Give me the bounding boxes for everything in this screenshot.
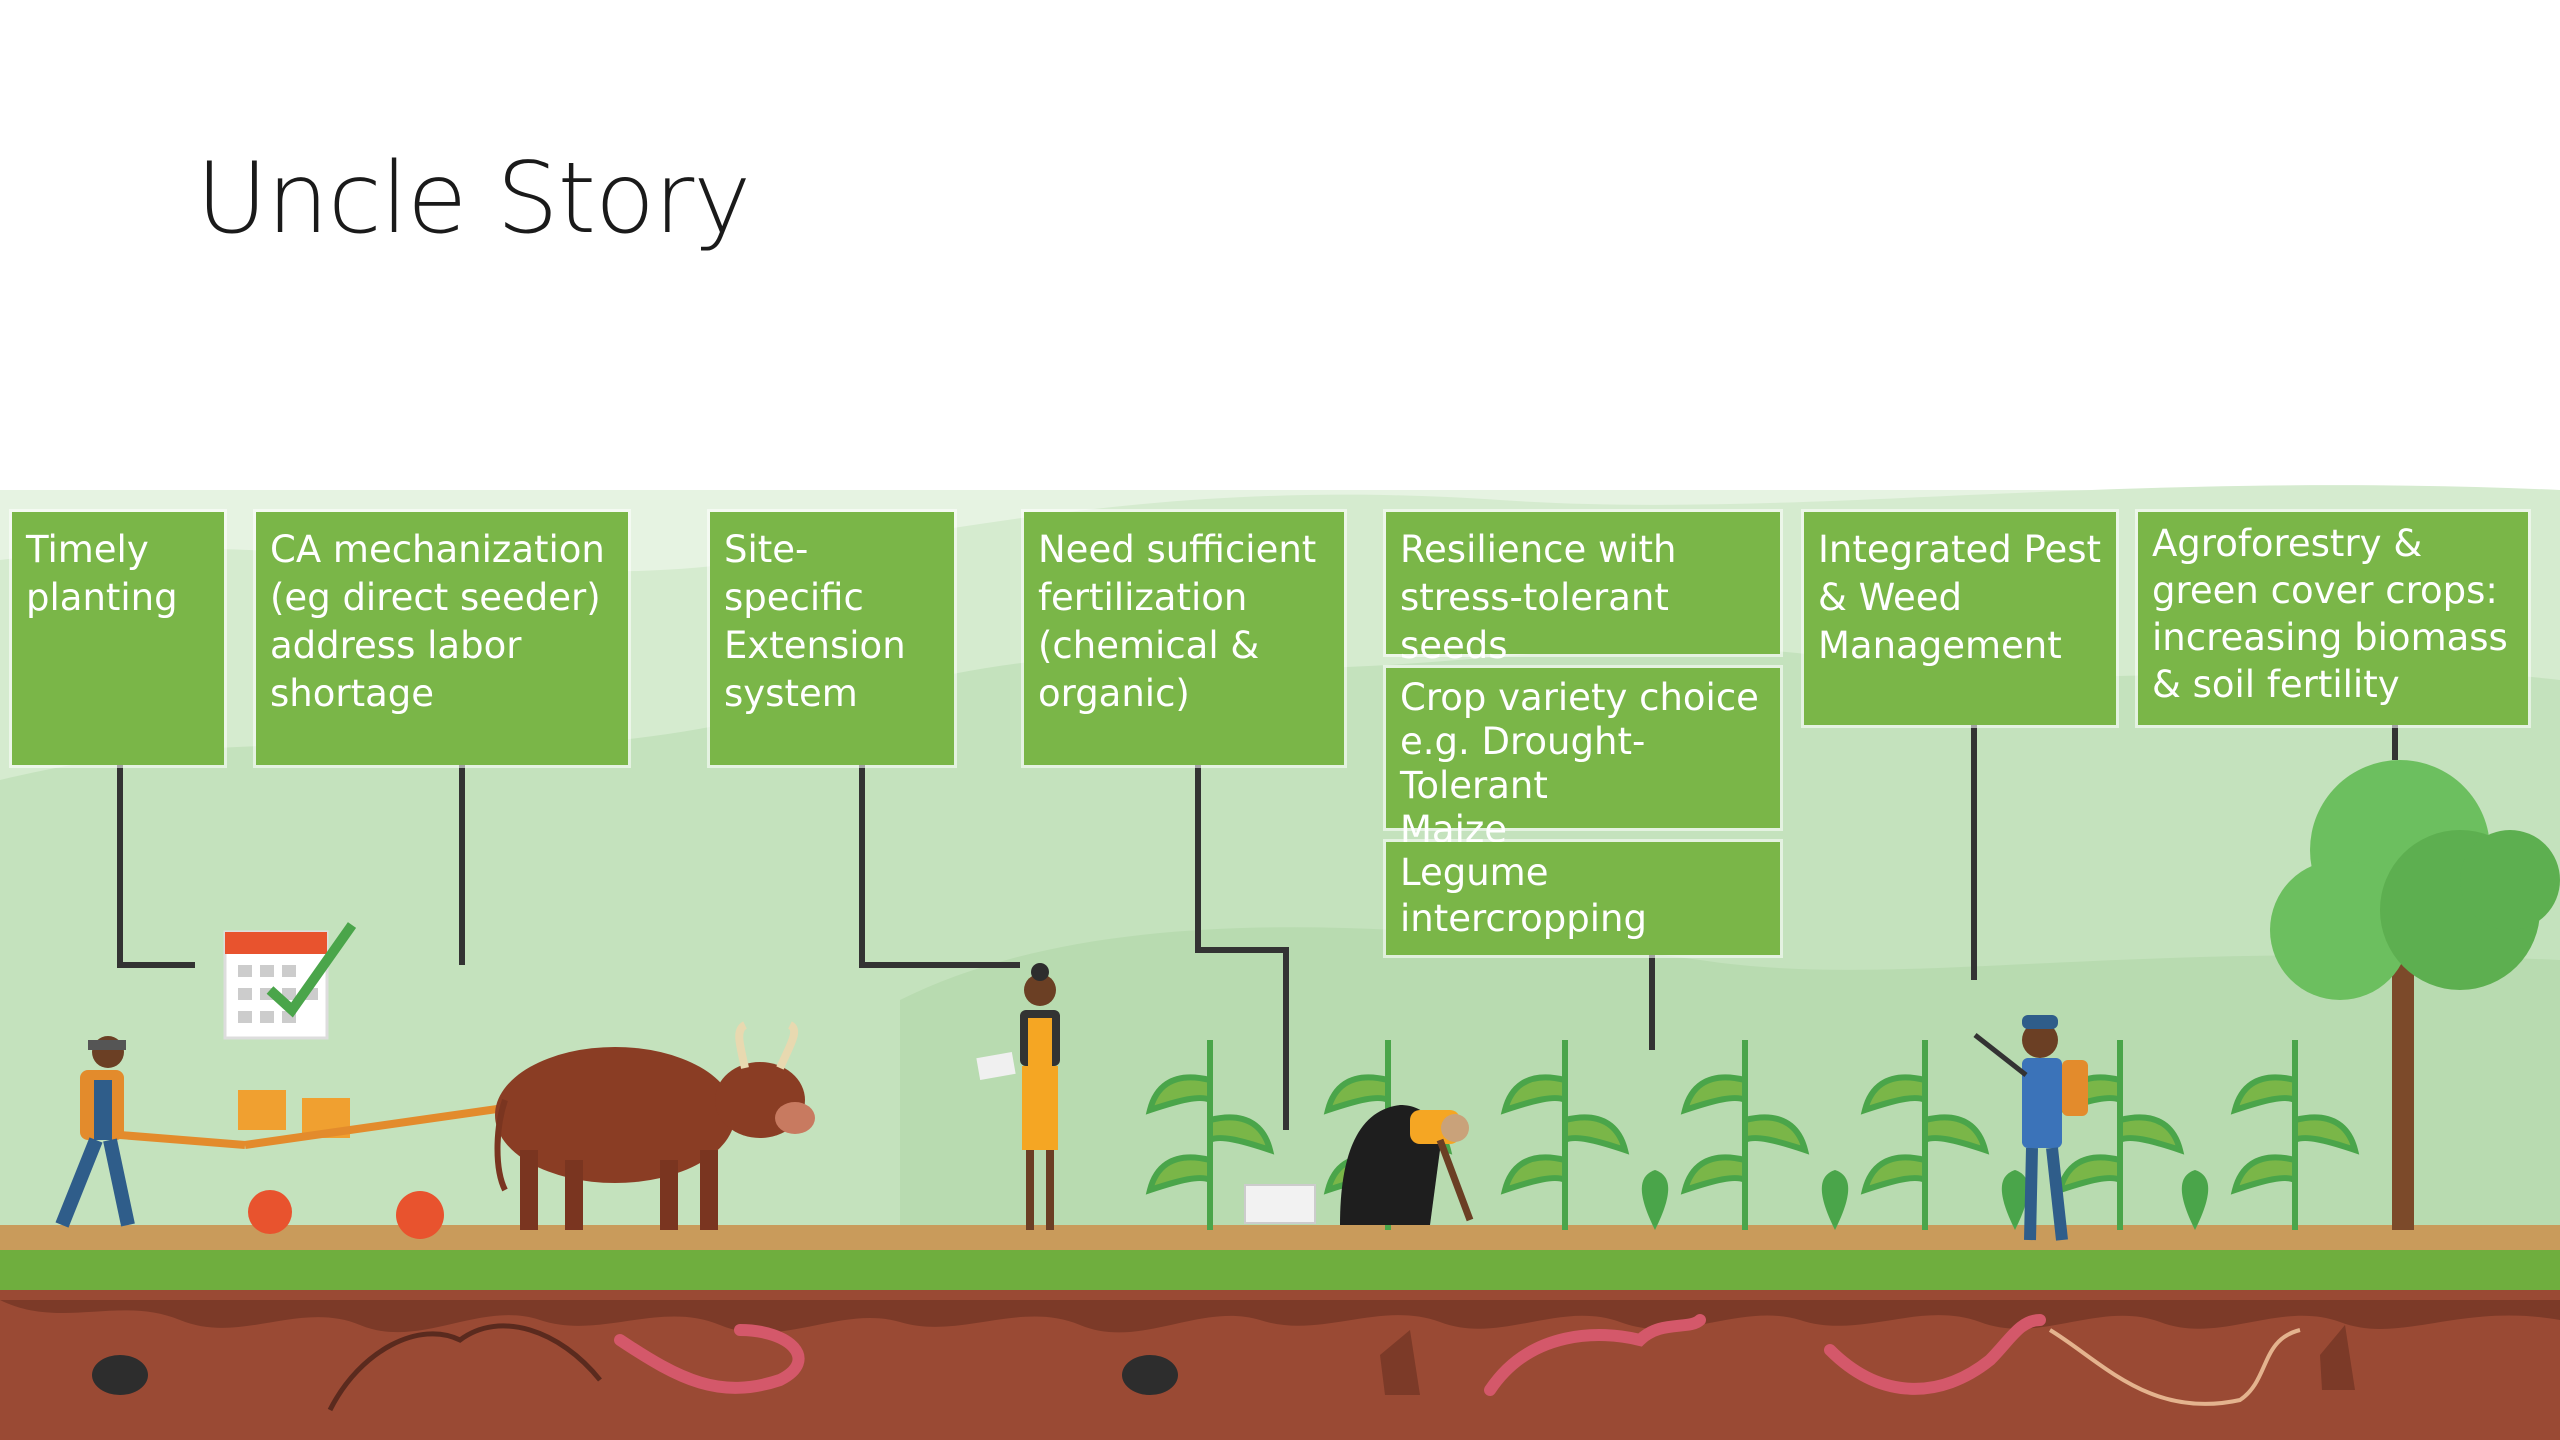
slide-title: Uncle Story <box>196 142 751 256</box>
label-legume-intercropping: Legume intercropping <box>1386 842 1780 955</box>
farmer-spraying <box>1973 1015 2088 1241</box>
legume-plants <box>1641 1170 2209 1230</box>
tree <box>2270 760 2560 1230</box>
label-fertilization: Need sufficient fertilization (chemical … <box>1024 512 1344 765</box>
label-agroforestry: Agroforestry & green cover crops: increa… <box>2138 512 2528 725</box>
label-ca-mechanization: CA mechanization (eg direct seeder) addr… <box>256 512 628 765</box>
label-resilience-seeds: Resilience with stress-tolerant seeds <box>1386 512 1780 667</box>
ground <box>0 1225 2560 1440</box>
label-integrated-pest-weed: Integrated Pest & Weed Management <box>1804 512 2116 725</box>
ox <box>494 1021 815 1230</box>
farmer-planting <box>1340 1105 1474 1225</box>
extension-worker <box>976 963 1060 1230</box>
calendar-check-icon <box>223 922 357 1040</box>
label-timely-planting: Timely planting <box>12 512 224 765</box>
connector-lines <box>117 725 2398 1130</box>
label-extension-system: Site-specific Extension system <box>710 512 954 765</box>
fertilizer-bag <box>1244 1184 1316 1224</box>
label-crop-variety-choice: Crop variety choice e.g. Drought-Toleran… <box>1386 668 1780 851</box>
